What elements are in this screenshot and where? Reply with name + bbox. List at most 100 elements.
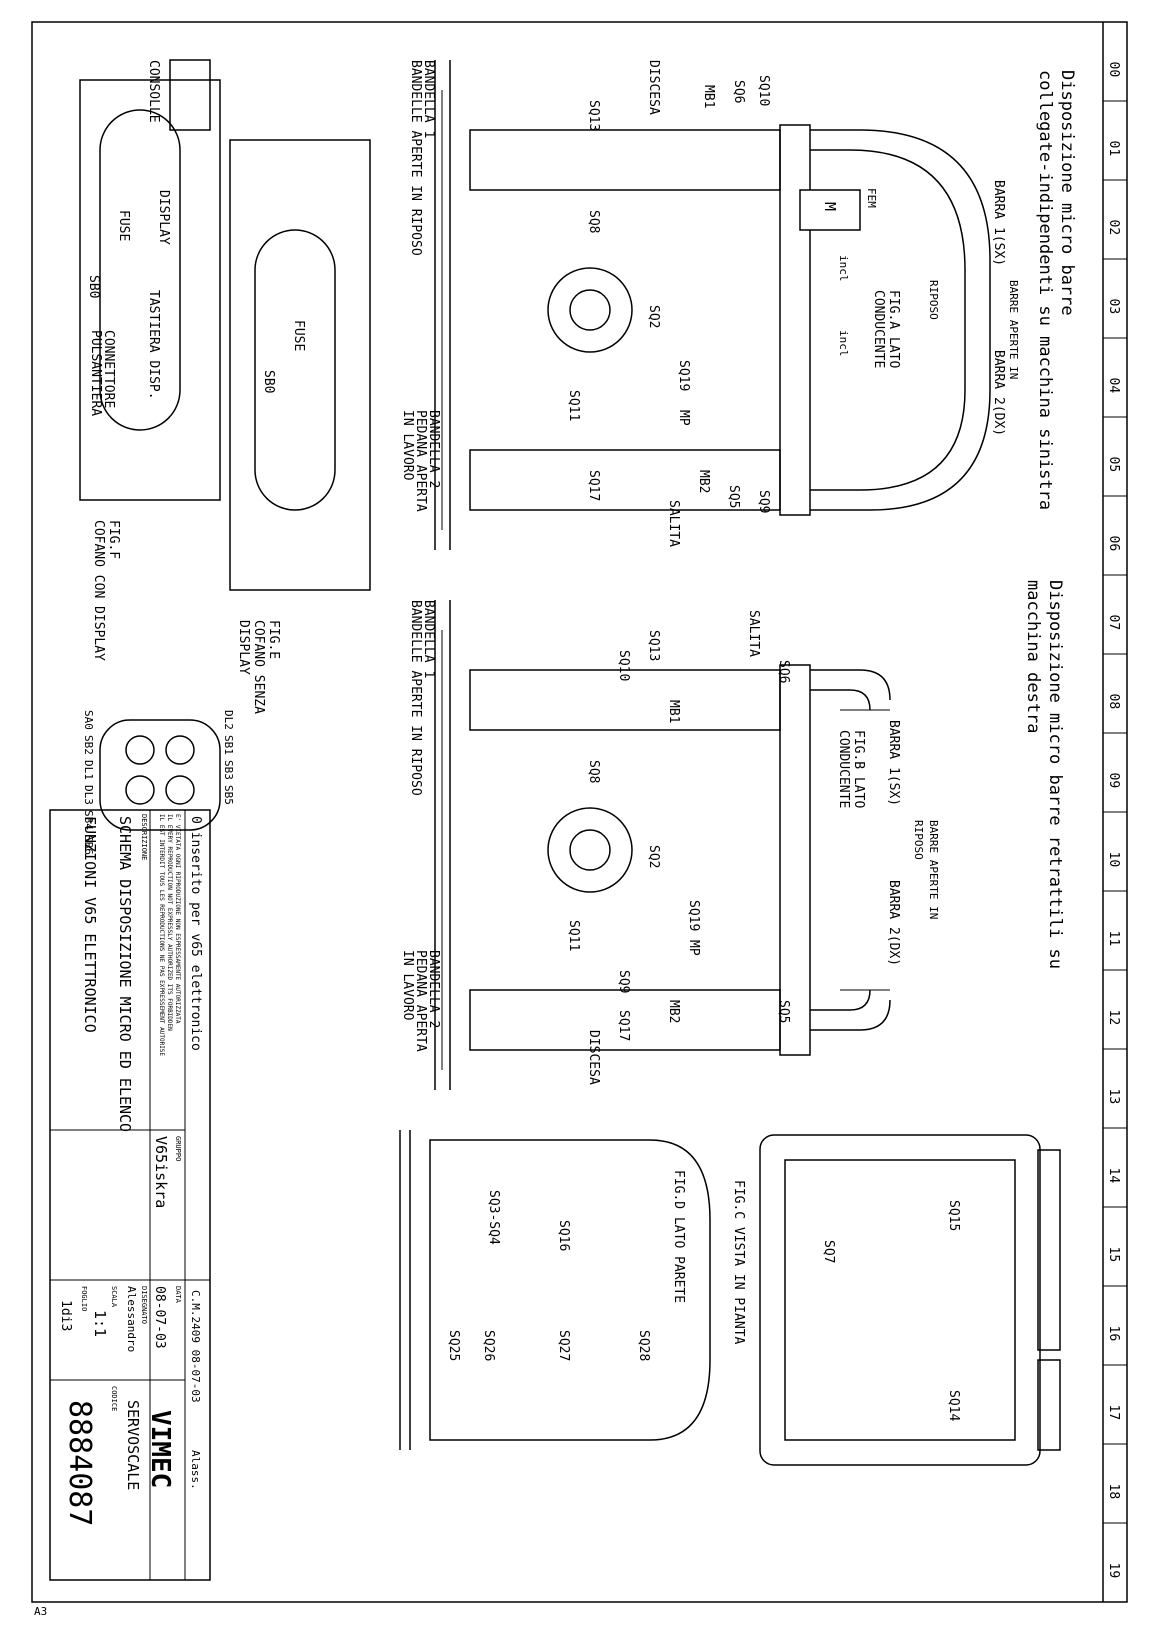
tb-scala-label: SCALA	[110, 1286, 118, 1308]
fig-a-sq11: SQ11	[566, 390, 581, 421]
fig-b-title2: CONDUCENTE	[836, 730, 851, 808]
tb-revision: 0 inserito per v65 elettronico	[188, 816, 203, 1051]
fig-b-heading-2: macchina destra	[1023, 580, 1043, 734]
fig-a-sq10: SQ10	[756, 75, 771, 106]
fig-a-sq5: SQ5	[726, 485, 741, 508]
fig-a-in-lavoro: IN LAVORO	[400, 410, 415, 481]
pendant-sa0: SA0	[82, 710, 95, 730]
fig-a-sq19: SQ19	[676, 360, 691, 391]
tb-codice-label: CODICE	[110, 1386, 118, 1411]
tb-gruppo-label: GRUPPO	[174, 1136, 182, 1161]
fig-a-mb1: MB1	[701, 85, 716, 108]
fig-b-mb2: MB2	[666, 1000, 681, 1023]
fig-b-riposo: RIPOSO	[912, 820, 925, 860]
zone-label: 13	[1106, 1089, 1121, 1105]
fig-b-sq11: SQ11	[566, 920, 581, 951]
fig-d-sq25: SQ25	[446, 1330, 461, 1361]
fig-f-pulsantiera: PULSANTIERA	[88, 330, 103, 416]
fig-d-sq16: SQ16	[556, 1220, 571, 1251]
zone-label: 00	[1106, 62, 1121, 78]
fig-a-title: FIG.A LATO	[886, 290, 901, 368]
pendant-control: DL2 SB1 SB3 SB5 SA0 SB2 DL1 DL3 SB4 SB6	[82, 710, 235, 855]
fig-b-sq8: SQ8	[586, 760, 601, 783]
fig-a-sq9: SQ9	[756, 490, 771, 513]
zone-label: 15	[1106, 1247, 1121, 1263]
zone-label: 06	[1106, 536, 1121, 552]
tb-foglio-label: FOGLIO	[80, 1286, 88, 1311]
fig-b-sq5: SQ5	[776, 1000, 791, 1023]
fig-a-mb2: MB2	[696, 470, 711, 493]
fig-a-barre-aperte: BARRE APERTE IN	[1007, 280, 1020, 379]
pendant-sb1: SB1	[222, 735, 235, 755]
fig-a-riposo: RIPOSO	[927, 280, 940, 320]
fig-c-sq14: SQ14	[946, 1390, 961, 1421]
zone-label: 02	[1106, 220, 1121, 236]
fig-c: FIG.C VISTA IN PIANTA SQ15 SQ7 SQ14	[731, 1134, 1061, 1466]
fig-b-sq6: SQ6	[776, 660, 791, 683]
tb-cm: C.M.2409 08-07-03	[189, 1290, 202, 1403]
fig-b-sq2: SQ2	[646, 845, 661, 868]
fig-c-title: FIG.C VISTA IN PIANTA	[731, 1180, 746, 1345]
fig-d-sq3-4: SQ3-SQ4	[486, 1190, 501, 1245]
fig-a-motor: M	[821, 202, 839, 211]
fig-f-line2: COFANO CON DISPLAY	[91, 520, 106, 661]
fig-f-fuse: FUSE	[116, 210, 131, 241]
fig-a-heading-1: Disposizione micro barre	[1057, 70, 1077, 316]
zone-label: 01	[1106, 141, 1121, 157]
tb-disegnato-label: DISEGNATO	[140, 1286, 148, 1324]
fig-e-sb0: SB0	[261, 370, 276, 393]
zone-label: 17	[1106, 1405, 1121, 1421]
pendant-sb4: SB4	[82, 810, 95, 830]
tb-legal-3: IL EST INTERDIT TOUS LES REPRODUCTIONS N…	[158, 814, 165, 1056]
zone-label: 04	[1106, 378, 1121, 394]
zone-label: 14	[1106, 1168, 1121, 1184]
fig-e-line2: COFANO SENZA	[251, 620, 266, 714]
fig-b-discesa: DISCESA	[586, 1030, 601, 1085]
fig-a-pedana: PEDANA APERTA	[413, 410, 428, 512]
fig-b-sq19: SQ19	[686, 900, 701, 931]
title-block: 0 inserito per v65 elettronico C.M.2409 …	[49, 809, 211, 1581]
tb-brand-logo: VIMEC	[145, 1410, 175, 1488]
fig-f-connettore: CONNETTORE	[101, 330, 116, 408]
tb-foglio: 1di3	[58, 1300, 73, 1331]
fig-d-sq27: SQ27	[556, 1330, 571, 1361]
fig-a-sq13: SQ13	[586, 100, 601, 131]
zone-label: 09	[1106, 773, 1121, 789]
fig-a-incl-2: incl	[837, 330, 850, 357]
fig-e-consolle: CONSOLLE	[146, 60, 161, 123]
fig-a-sq8: SQ8	[586, 210, 601, 233]
pendant-dl2: DL2	[222, 710, 235, 730]
tb-data-label: DATA	[174, 1286, 182, 1304]
fig-e: FUSE SB0 FIG.E COFANO SENZA DISPLAY CONS…	[146, 59, 371, 714]
fig-b-barra1: BARRA 1(SX)	[886, 720, 901, 806]
fig-b-barra2: BARRA 2(DX)	[886, 880, 901, 966]
tb-disegnato: Alessandro	[125, 1286, 138, 1352]
tb-brand2: SERVOSCALE	[124, 1400, 142, 1490]
pendant-dl1: DL1	[82, 760, 95, 780]
fig-d-sq26: SQ26	[481, 1330, 496, 1361]
tb-scala: 1:1	[91, 1310, 109, 1337]
fig-f-tastiera: TASTIERA DISP.	[146, 290, 161, 400]
zone-label: 12	[1106, 1010, 1121, 1026]
fig-b: Disposizione micro barre retrattili su m…	[400, 580, 1065, 1090]
fig-d: FIG.D LATO PARETE SQ16 SQ3-SQ4 SQ28 SQ27…	[399, 1130, 711, 1450]
fig-b-barre-aperte: BARRE APERTE IN	[927, 820, 940, 919]
tb-gruppo: V65iskra	[152, 1136, 170, 1208]
fig-b-in-lavoro: IN LAVORO	[400, 950, 415, 1021]
fig-a-sq2: SQ2	[646, 305, 661, 328]
fig-a-incl-1: incl	[837, 255, 850, 282]
pendant-sb3: SB3	[222, 760, 235, 780]
fig-b-mp: MP	[686, 940, 701, 956]
fig-a-barra2: BARRA 2(DX)	[991, 350, 1006, 436]
zone-label: 18	[1106, 1484, 1121, 1500]
fig-b-sq10: SQ10	[616, 650, 631, 681]
zone-label: 19	[1106, 1563, 1121, 1579]
fig-e-fuse: FUSE	[291, 320, 306, 351]
fig-b-title: FIG.B LATO	[851, 730, 866, 808]
fig-a-title2: CONDUCENTE	[871, 290, 886, 368]
fig-a-sq17: SQ17	[586, 470, 601, 501]
fig-a-bandella2: BANDELLA 2	[426, 410, 441, 488]
fig-e-title: FIG.E	[266, 620, 281, 659]
